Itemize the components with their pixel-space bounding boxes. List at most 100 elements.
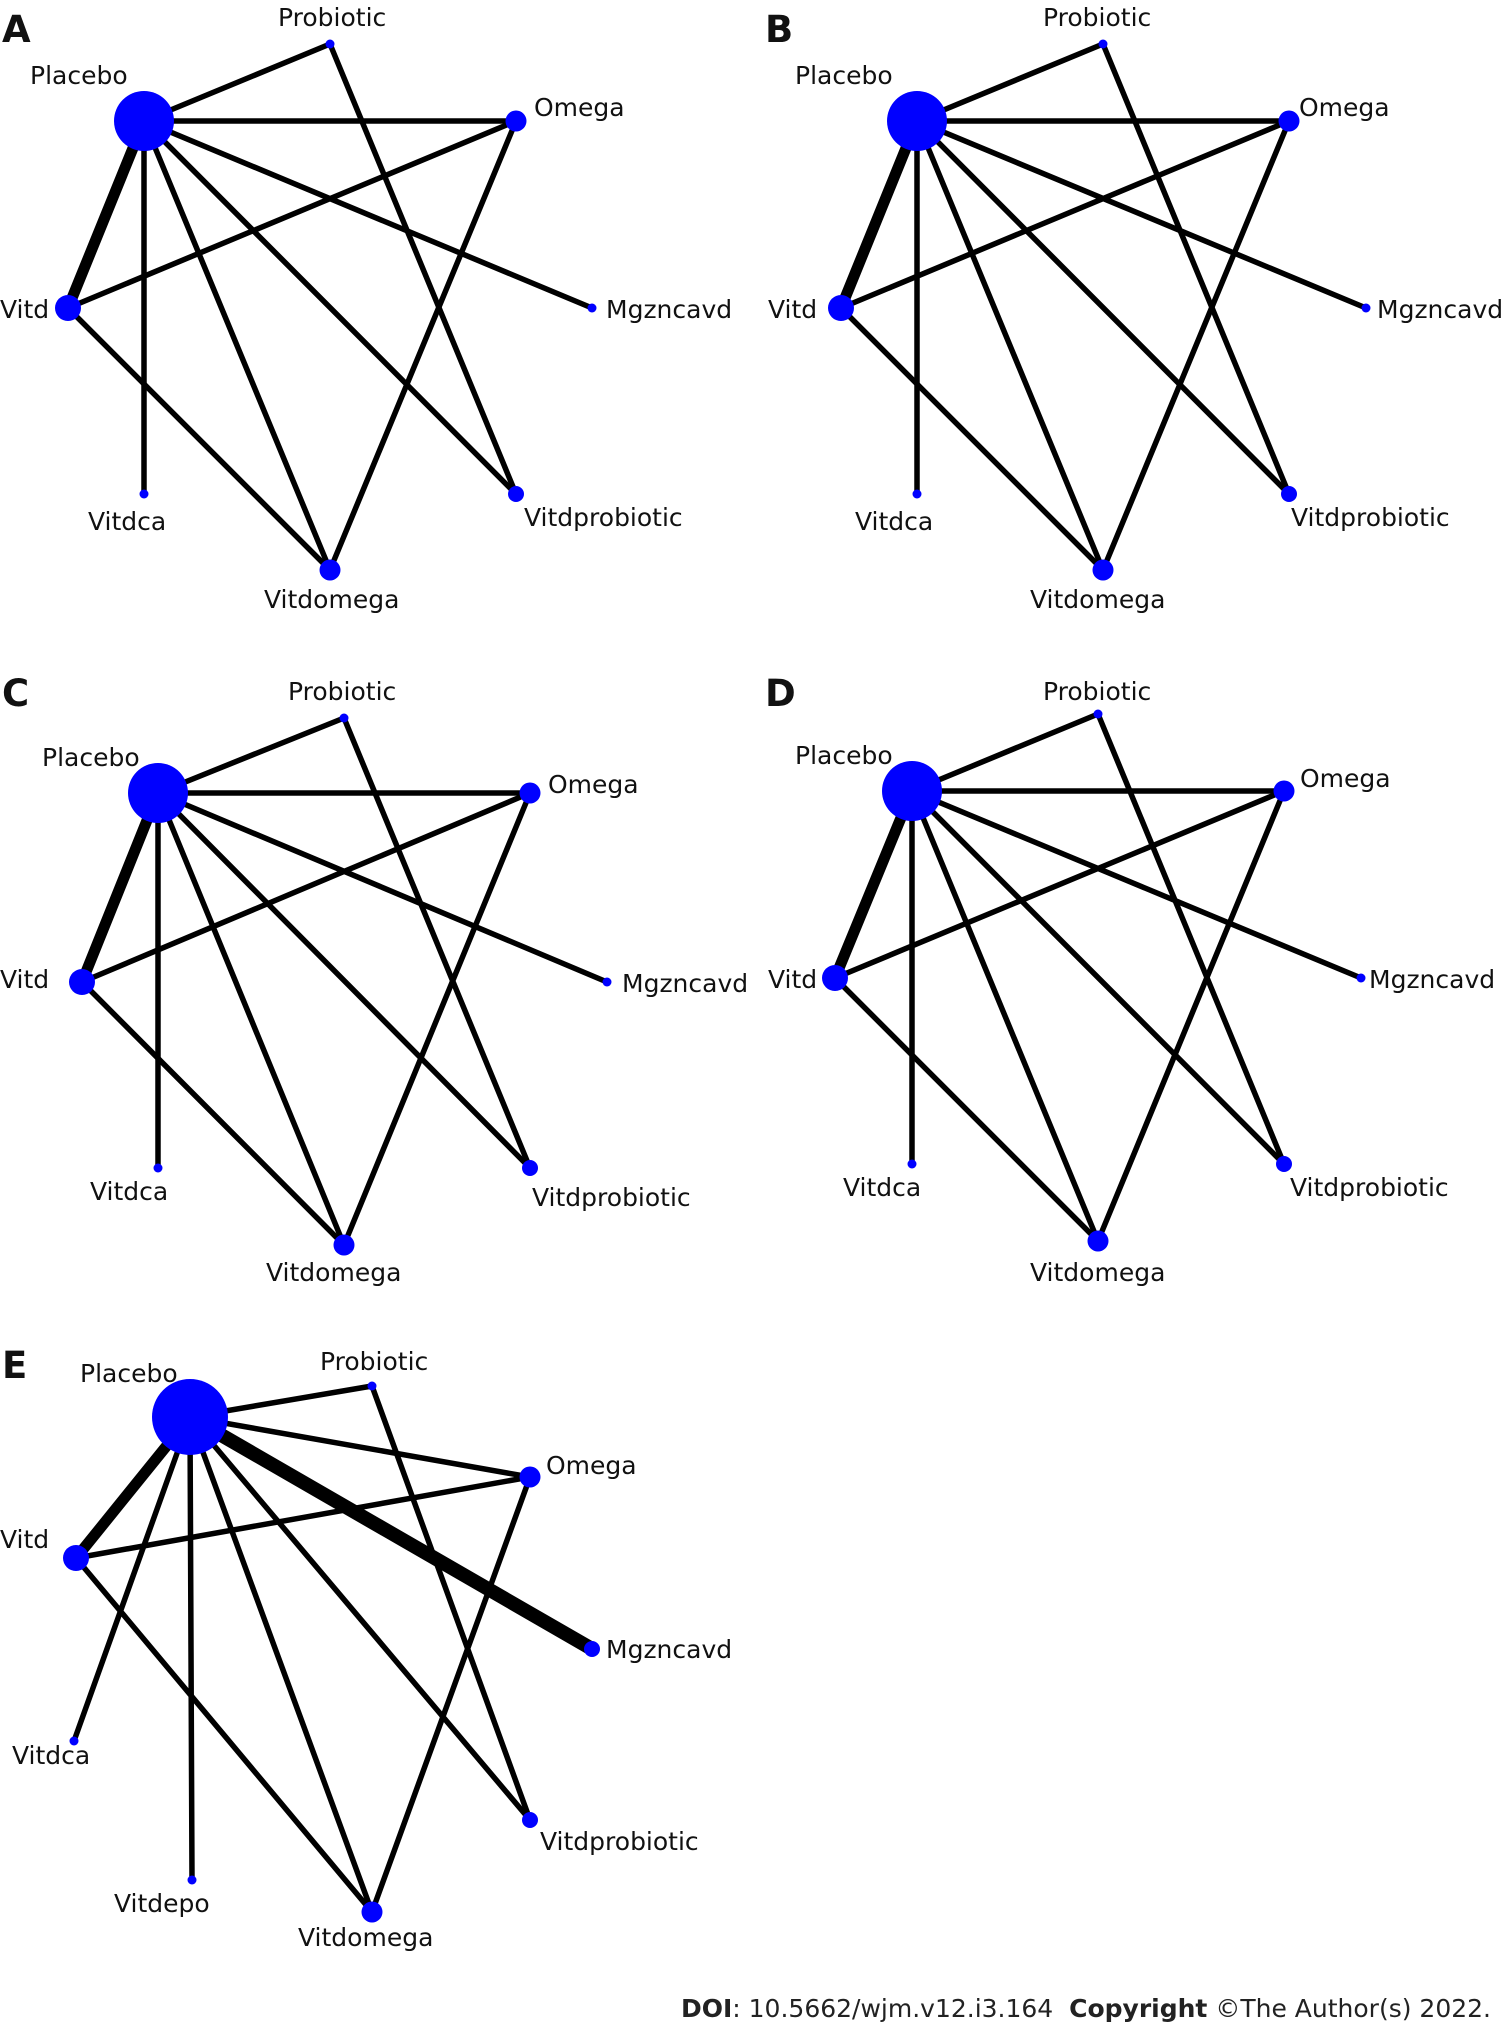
panel-e-node-label-mgzncavd: Mgzncavd <box>606 1635 732 1664</box>
panel-e-node-vitdca <box>69 1736 79 1746</box>
panel-d-node-label-vitdomega: Vitdomega <box>1030 1258 1165 1287</box>
panel-c-edge-vitd-vitdomega <box>79 979 347 1248</box>
panel-d-node-vitdprobiotic <box>1276 1156 1292 1172</box>
panel-d-node-label-mgzncavd: Mgzncavd <box>1369 965 1495 994</box>
panel-b: BPlaceboProbioticOmegaMgzncavdVitdprobio… <box>765 3 1503 614</box>
panel-e: E Placebo ProbioticOmegaMgzncavdVitdprobio… <box>0 1344 732 1952</box>
panel-c-node-label-mgzncavd: Mgzncavd <box>622 969 748 998</box>
panel-d-edge-placebo-vitdomega <box>909 788 1101 1244</box>
panel-e-node-label-vitdomega: Vitdomega <box>298 1923 433 1952</box>
panel-d-edge-placebo-vitdprobiotic <box>909 788 1287 1167</box>
panel-e-edge-placebo-omega <box>187 1414 533 1480</box>
panel-b-node-label-vitdca: Vitdca <box>855 507 933 536</box>
panel-a-edge-omega-vitd <box>65 118 519 311</box>
panel-b-node-label-vitd: Vitd <box>768 295 817 324</box>
panel-d-node-mgzncavd <box>1356 973 1366 983</box>
panel-c-node-label-probiotic: Probiotic <box>288 677 396 706</box>
panel-e-node-mgzncavd <box>584 1641 600 1657</box>
panel-e-label: E <box>2 1344 27 1387</box>
panel-a-edge-placebo-vitdprobiotic <box>141 118 519 497</box>
panel-b-node-label-vitdomega: Vitdomega <box>1030 585 1165 614</box>
panel-c-node-label-vitdca: Vitdca <box>90 1177 168 1206</box>
panel-b-node-label-omega: Omega <box>1299 93 1390 122</box>
panel-a-edge-omega-vitdomega <box>327 118 519 573</box>
panel-b-edge-placebo-vitdprobiotic <box>914 118 1292 497</box>
panel-c-edge-probiotic-vitdprobiotic <box>341 715 533 1171</box>
panel-e-node-label-vitdprobiotic: Vitdprobiotic <box>540 1827 699 1856</box>
panel-d-edge-placebo-probiotic <box>909 711 1101 794</box>
panel-e-edge-placebo-mgzncavd <box>183 1410 599 1656</box>
panel-b-node-probiotic <box>1098 39 1108 49</box>
panel-b-node-label-placebo: Placebo <box>795 61 893 90</box>
panel-a-node-label-mgzncavd: Mgzncavd <box>606 295 732 324</box>
panel-a-node-label-placebo: Placebo <box>30 61 128 90</box>
panel-b-node-mgzncavd <box>1361 303 1371 313</box>
panel-b-edge-placebo-mgzncavd <box>914 118 1369 311</box>
panel-c: CPlaceboProbioticOmegaMgzncavdVitdprobio… <box>0 672 748 1287</box>
panel-d-edge-probiotic-vitdprobiotic <box>1095 711 1287 1167</box>
panel-e-edge-placebo-vitdomega <box>187 1414 375 1915</box>
panel-c-edge-placebo-vitd <box>76 787 164 988</box>
panel-e-node-label-probiotic: Probiotic <box>320 1347 428 1376</box>
panel-e-edge-probiotic-vitdprobiotic <box>369 1383 533 1823</box>
panel-a-node-label-probiotic: Probiotic <box>278 3 386 32</box>
panel-e-node-vitd <box>63 1545 89 1571</box>
panel-c-node-label-vitdomega: Vitdomega <box>266 1258 401 1287</box>
panel-a-node-omega <box>505 110 527 132</box>
panel-a-edge-placebo-probiotic <box>141 41 333 124</box>
panel-c-node-vitdca <box>153 1163 163 1173</box>
panel-c-node-vitd <box>69 969 95 995</box>
panel-e-node-label-vitdca: Vitdca <box>12 1741 90 1770</box>
panel-a-edge-placebo-mgzncavd <box>141 118 595 311</box>
panel-b-edge-omega-vitdomega <box>1100 118 1292 573</box>
panel-e-node-vitdepo <box>187 1875 197 1885</box>
panel-c-edge-placebo-vitdprobiotic <box>155 790 533 1171</box>
panel-b-node-vitdomega <box>1092 559 1114 581</box>
panel-b-node-placebo <box>887 91 947 151</box>
panel-b-node-label-vitdprobiotic: Vitdprobiotic <box>1291 503 1450 532</box>
copyright-label: Copyright <box>1069 1994 1208 2023</box>
panel-d-node-label-vitdca: Vitdca <box>843 1173 921 1202</box>
panel-e-node-vitdprobiotic <box>522 1812 538 1828</box>
panel-d-node-omega <box>1273 780 1295 802</box>
panel-d-edge-placebo-mgzncavd <box>909 788 1364 981</box>
panel-c-node-label-vitdprobiotic: Vitdprobiotic <box>532 1183 691 1212</box>
panel-d-label: D <box>765 672 796 715</box>
panel-e-node-label-omega: Omega <box>546 1451 637 1480</box>
panel-c-node-placebo <box>128 763 188 823</box>
panel-d-edge-omega-vitdomega <box>1095 788 1287 1244</box>
panel-c-edge-placebo-mgzncavd <box>155 790 610 985</box>
panel-c-node-label-placebo: Placebo <box>42 743 140 772</box>
panel-c-edge-omega-vitd <box>79 790 533 985</box>
panel-e-node-label-vitdepo: Vitdepo <box>114 1889 210 1918</box>
panel-b-edge-placebo-probiotic <box>914 41 1106 124</box>
panel-a-node-vitd <box>55 295 81 321</box>
panel-c-node-vitdomega <box>333 1234 355 1256</box>
panel-d: DPlaceboProbioticOmegaMgzncavdVitdprobio… <box>765 672 1495 1287</box>
panel-b-node-vitd <box>828 295 854 321</box>
panel-d-node-placebo <box>882 761 942 821</box>
panel-e-edge-placebo-vitdca <box>71 1414 193 1744</box>
panel-a-node-label-omega: Omega <box>534 93 625 122</box>
panel-c-edge-omega-vitdomega <box>341 790 533 1248</box>
panel-a-edge-vitd-vitdomega <box>65 305 333 573</box>
panel-b-node-omega <box>1278 110 1300 132</box>
panel-d-node-label-vitd: Vitd <box>768 965 817 994</box>
panel-e-node-placebo <box>152 1379 228 1455</box>
panel-c-node-label-omega: Omega <box>548 770 639 799</box>
panel-c-node-mgzncavd <box>602 977 612 987</box>
panel-b-edge-placebo-vitdomega <box>914 118 1106 573</box>
panel-a-node-placebo <box>114 91 174 151</box>
panel-b-label: B <box>765 8 793 51</box>
panel-e-node-label-placebo: Placebo <box>80 1359 178 1388</box>
panel-a: APlaceboProbioticOmegaMgzncavdVitdprobio… <box>0 3 732 614</box>
panel-d-node-probiotic <box>1093 709 1103 719</box>
panel-b-edge-placebo-vitd <box>835 115 923 314</box>
panel-e-node-probiotic <box>367 1381 377 1391</box>
panel-a-node-label-vitdprobiotic: Vitdprobiotic <box>524 503 683 532</box>
panel-d-node-label-vitdprobiotic: Vitdprobiotic <box>1290 1173 1449 1202</box>
panel-a-edge-placebo-vitdomega <box>141 118 333 573</box>
panel-e-node-omega <box>519 1466 541 1488</box>
panel-b-node-label-mgzncavd: Mgzncavd <box>1377 295 1503 324</box>
